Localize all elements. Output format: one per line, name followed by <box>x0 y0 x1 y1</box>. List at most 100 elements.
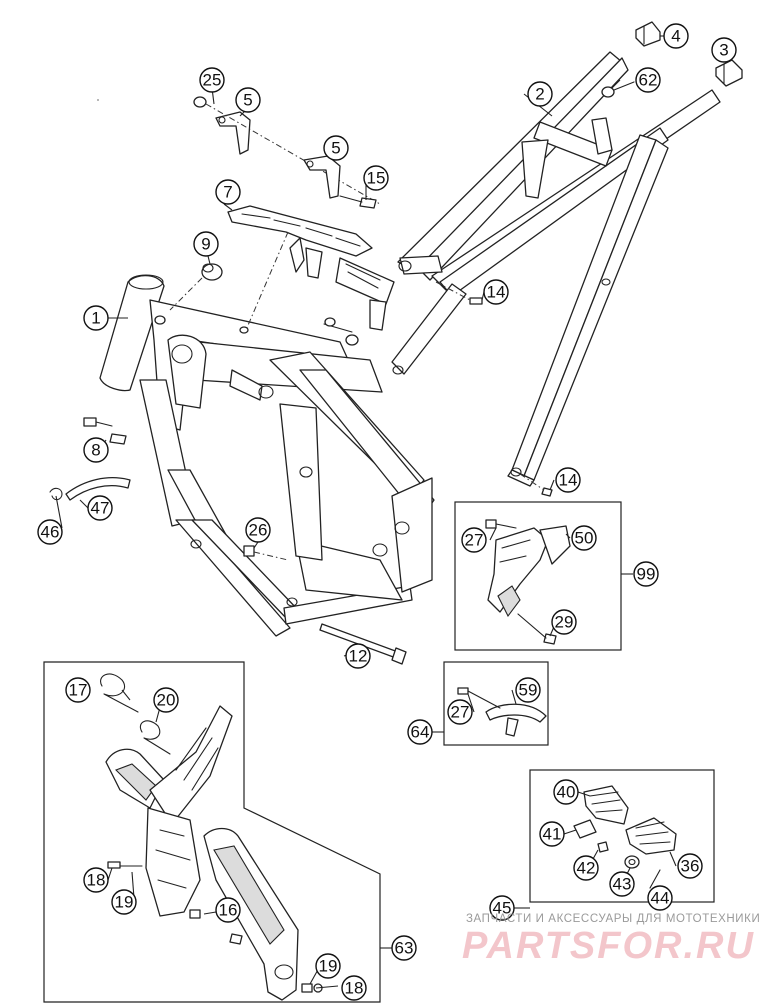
callout-12: 12 <box>345 643 371 669</box>
clip-46 <box>49 487 63 501</box>
svg-text:18: 18 <box>87 871 106 890</box>
main-frame <box>99 274 435 637</box>
svg-text:9: 9 <box>201 235 210 254</box>
footpeg-kit-box <box>529 769 715 903</box>
svg-text:59: 59 <box>519 681 538 700</box>
slider-kit-box <box>443 661 549 746</box>
bracket-5-right <box>303 155 341 199</box>
svg-text:19: 19 <box>115 893 134 912</box>
svg-text:25: 25 <box>203 71 222 90</box>
svg-text:50: 50 <box>575 529 594 548</box>
callout-47: 47 <box>87 495 113 521</box>
svg-text:27: 27 <box>451 703 470 722</box>
callout-8: 8 <box>83 437 109 463</box>
svg-text:36: 36 <box>681 857 700 876</box>
hose-47 <box>65 477 131 501</box>
svg-text:44: 44 <box>651 889 670 908</box>
callout-43: 43 <box>609 871 635 897</box>
screw-26 <box>243 545 289 561</box>
svg-text:27: 27 <box>465 531 484 550</box>
svg-text:62: 62 <box>639 71 658 90</box>
callout-46: 46 <box>37 519 63 545</box>
svg-text:46: 46 <box>41 523 60 542</box>
callout-19-left: 19 <box>111 889 137 915</box>
callout-2: 2 <box>527 81 553 107</box>
callout-63: 63 <box>391 935 417 961</box>
callout-18-right: 18 <box>341 975 367 1001</box>
svg-text:16: 16 <box>219 901 238 920</box>
callout-45: 45 <box>489 895 515 921</box>
callout-41: 41 <box>539 821 565 847</box>
svg-text:5: 5 <box>243 91 252 110</box>
rear-subframe <box>391 51 721 487</box>
chain-guide-kit-box <box>454 501 622 651</box>
svg-text:19: 19 <box>319 957 338 976</box>
callout-36: 36 <box>677 853 703 879</box>
svg-text:26: 26 <box>249 521 268 540</box>
callout-99: 99 <box>633 561 659 587</box>
callout-64: 64 <box>407 719 433 745</box>
callout-14-lower: 14 <box>555 467 581 493</box>
callout-27-slider: 27 <box>447 699 473 725</box>
watermark-caption: ЗАПЧАСТИ И АКСЕССУАРЫ ДЛЯ МОТОТЕХНИКИ <box>466 913 760 925</box>
bracket-7 <box>227 205 395 334</box>
callout-1: 1 <box>83 305 109 331</box>
callout-59: 59 <box>515 677 541 703</box>
end-plug-4 <box>635 21 661 47</box>
frame-protector-kit-box <box>43 99 381 1003</box>
callout-3: 3 <box>711 37 737 63</box>
end-plug-3 <box>715 59 743 87</box>
svg-text:12: 12 <box>349 647 368 666</box>
svg-text:4: 4 <box>671 27 680 46</box>
svg-text:20: 20 <box>157 691 176 710</box>
callout-19-right: 19 <box>315 953 341 979</box>
bolt-15 <box>339 195 377 209</box>
callout-14-upper: 14 <box>483 279 509 305</box>
bolt-14-upper <box>435 281 483 305</box>
callout-7: 7 <box>215 179 241 205</box>
callout-4: 4 <box>663 23 689 49</box>
watermark-logo: PARTSFOR.RU <box>462 925 755 967</box>
svg-text:14: 14 <box>487 283 506 302</box>
callout-17: 17 <box>65 677 91 703</box>
callout-25: 25 <box>199 67 225 93</box>
svg-text:63: 63 <box>395 939 414 958</box>
svg-text:41: 41 <box>543 825 562 844</box>
svg-text:43: 43 <box>613 875 632 894</box>
svg-text:1: 1 <box>91 309 100 328</box>
callout-5-right: 5 <box>323 135 349 161</box>
callout-50: 50 <box>571 525 597 551</box>
bracket-5-left <box>193 96 381 205</box>
callout-26: 26 <box>245 517 271 543</box>
callout-42: 42 <box>573 855 599 881</box>
svg-text:7: 7 <box>223 183 232 202</box>
bolt-12 <box>319 623 407 665</box>
callout-40: 40 <box>553 779 579 805</box>
screw-62 <box>601 81 635 98</box>
svg-text:99: 99 <box>637 565 656 584</box>
callout-16: 16 <box>215 897 241 923</box>
callout-20: 20 <box>153 687 179 713</box>
svg-text:64: 64 <box>411 723 430 742</box>
callout-18-left: 18 <box>83 867 109 893</box>
svg-text:3: 3 <box>719 41 728 60</box>
callout-15: 15 <box>363 165 389 191</box>
svg-text:42: 42 <box>577 859 596 878</box>
svg-text:8: 8 <box>91 441 100 460</box>
svg-text:47: 47 <box>91 499 110 518</box>
svg-text:17: 17 <box>69 681 88 700</box>
callout-44: 44 <box>647 885 673 911</box>
callout-29: 29 <box>551 609 577 635</box>
callout-9: 9 <box>193 231 219 257</box>
svg-text:40: 40 <box>557 783 576 802</box>
callout-27-chain-guide: 27 <box>461 527 487 553</box>
callout-62: 62 <box>635 67 661 93</box>
svg-text:2: 2 <box>535 85 544 104</box>
svg-text:5: 5 <box>331 139 340 158</box>
bolts-8 <box>83 417 127 445</box>
svg-text:15: 15 <box>367 169 386 188</box>
plug-9 <box>169 263 223 311</box>
svg-text:18: 18 <box>345 979 364 998</box>
bolt-14-lower <box>519 473 553 497</box>
